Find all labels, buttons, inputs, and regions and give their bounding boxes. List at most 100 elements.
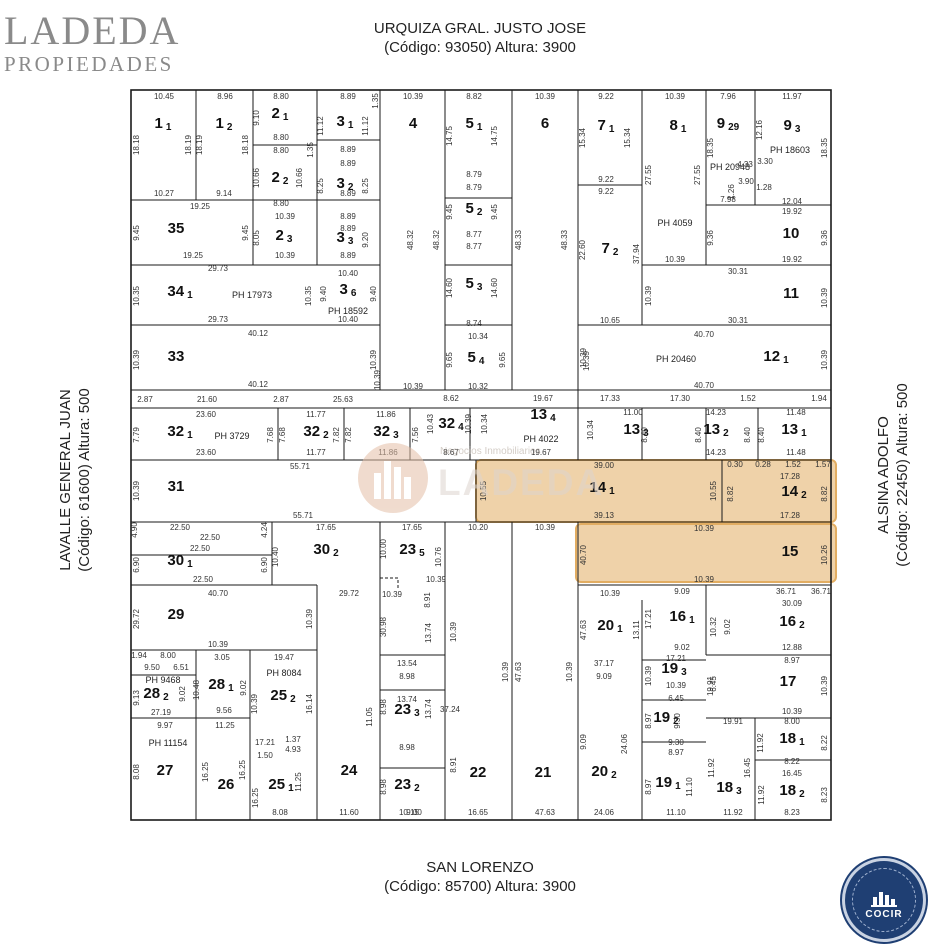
measure-label: 1.35	[306, 142, 315, 158]
seal-ring	[852, 868, 916, 932]
measure-label: 40.70	[208, 589, 229, 598]
parcel-subnumber: 2	[801, 490, 807, 501]
measure-label: 7.82	[344, 427, 353, 443]
measure-label: 10.39	[600, 589, 621, 598]
brand-logo: LADEDA PROPIEDADES	[4, 10, 180, 77]
measure-label: 19.67	[531, 448, 552, 457]
parcel-subnumber: 1	[187, 559, 193, 570]
measure-label: 9.13	[132, 690, 141, 706]
measure-label: 19.92	[782, 207, 803, 216]
ph-label: PH 8084	[266, 668, 301, 678]
measure-label: 10.39	[565, 661, 574, 682]
measure-label: 8.40	[743, 427, 752, 443]
parcel-number: 33	[168, 348, 185, 365]
measure-label: 16.45	[782, 769, 803, 778]
measure-label: 4.93	[285, 745, 301, 754]
measure-label: 11.25	[215, 721, 235, 730]
measure-label: 6.51	[173, 663, 189, 672]
measure-label: 8.08	[272, 808, 288, 817]
ph-label: PH 11154	[149, 738, 188, 748]
parcel-number: 22	[470, 764, 487, 781]
measure-label: 17.21	[666, 654, 687, 663]
measure-label: 8.00	[784, 717, 800, 726]
measure-label: 10.76	[434, 546, 443, 567]
measure-label: 8.08	[132, 764, 141, 780]
measure-label: 3.30	[757, 157, 773, 166]
ph-label: PH 18592	[328, 306, 368, 316]
measure-label: 8.80	[273, 133, 289, 142]
measure-label: 47.63	[514, 661, 523, 682]
measure-label: 18.19	[195, 134, 204, 155]
parcel-number: 35	[168, 220, 185, 237]
measure-label: 13.54	[397, 659, 418, 668]
measure-label: 48.33	[560, 229, 569, 250]
parcel-subnumber: 6	[351, 288, 357, 299]
measure-label: 22.50	[190, 544, 211, 553]
street-info-top: (Código: 93050) Altura: 3900	[384, 39, 576, 56]
street-info-bottom: (Código: 85700) Altura: 3900	[384, 878, 576, 895]
parcel-subnumber: 4	[550, 413, 556, 424]
parcel-subnumber: 29	[728, 122, 740, 133]
measure-label: 48.33	[514, 229, 523, 250]
parcel-subnumber: 2	[290, 694, 296, 705]
measure-label: 10.40	[338, 269, 359, 278]
parcel-subnumber: 1	[166, 122, 172, 133]
measure-label: 10.00	[379, 538, 388, 559]
measure-label: 11.10	[685, 777, 694, 797]
measure-label: 22.60	[578, 239, 587, 260]
parcel-subnumber: 3	[736, 786, 742, 797]
measure-label: 14.23	[706, 448, 727, 457]
measure-label: 12.04	[782, 197, 803, 206]
measure-label: 1.52	[740, 394, 756, 403]
measure-label: 17.33	[600, 394, 621, 403]
measure-label: 4.90	[130, 522, 139, 538]
measure-label: 10.39	[403, 92, 424, 101]
measure-label: 9.36	[820, 230, 829, 246]
ph-label: PH 20948	[710, 162, 750, 172]
measure-label: 40.12	[248, 329, 269, 338]
measure-label: 8.98	[379, 699, 388, 715]
measure-label: 8.89	[340, 224, 356, 233]
measure-label: 8.62	[443, 394, 459, 403]
measure-label: 10.39	[579, 347, 588, 368]
measure-label: 9.00	[406, 808, 422, 817]
parcel-number: 6	[541, 115, 549, 132]
measure-label: 1.28	[756, 183, 772, 192]
measure-label: 4.33	[737, 160, 753, 169]
parcel-subnumber: 2	[477, 207, 483, 218]
measure-label: 39.13	[594, 511, 615, 520]
measure-label: 36.71	[811, 587, 832, 596]
measure-label: 8.98	[379, 779, 388, 795]
parcel-number: 21	[535, 764, 552, 781]
parcel-subnumber: 2	[283, 176, 289, 187]
cocir-seal: COCIR	[842, 858, 926, 942]
parcel-number: 17	[780, 673, 797, 690]
parcel-subnumber: 1	[799, 737, 805, 748]
measure-label: 10.32	[468, 382, 489, 391]
measure-label: 9.02	[674, 643, 690, 652]
measure-label: 19.91	[723, 717, 744, 726]
measure-label: 37.24	[440, 705, 461, 714]
measure-label: 12.16	[755, 119, 764, 140]
measure-label: 9.22	[598, 92, 614, 101]
measure-label: 10.34	[480, 413, 489, 434]
measure-label: 9.02	[239, 680, 248, 696]
measure-label: 10.39	[666, 681, 687, 690]
measure-label: 37.17	[594, 659, 615, 668]
measure-label: 10.39	[694, 575, 715, 584]
measure-label: 8.67	[443, 448, 459, 457]
measure-label: 55.71	[293, 511, 314, 520]
measure-label: 6.45	[668, 694, 684, 703]
measure-label: 27.55	[644, 164, 653, 185]
measure-label: 8.79	[466, 170, 482, 179]
